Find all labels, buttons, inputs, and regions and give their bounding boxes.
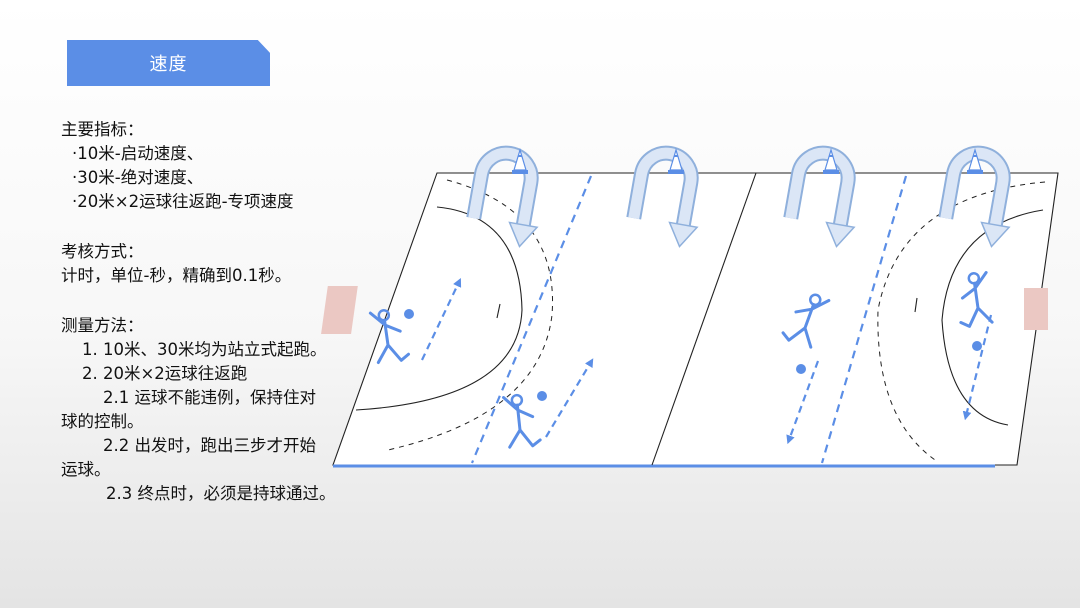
lane-dash-line bbox=[470, 175, 593, 464]
method-rule: 2.2 出发时，跑出三步才开始 bbox=[103, 436, 316, 455]
indicators-heading: 主要指标： bbox=[61, 120, 144, 139]
center-line bbox=[651, 172, 757, 466]
ball bbox=[796, 364, 806, 374]
assessment-heading: 考核方式： bbox=[61, 242, 144, 261]
ball bbox=[972, 341, 982, 351]
method-step: 1. 10米、30米均为站立式起跑。 bbox=[82, 340, 327, 359]
method-rule: 2.1 运球不能违例，保持住对 bbox=[103, 388, 316, 407]
run-path-arrow bbox=[786, 360, 820, 445]
indicator-item: ·30米-绝对速度、 bbox=[72, 168, 204, 187]
ball bbox=[537, 391, 547, 401]
assessment-detail: 计时，单位-秒，精确到0.1秒。 bbox=[61, 266, 292, 285]
lane-dash-line bbox=[820, 175, 908, 464]
left-goal-area-line bbox=[355, 206, 523, 411]
run-path-arrow bbox=[421, 278, 462, 361]
indicator-item: ·20米×2运球往返跑-专项速度 bbox=[72, 192, 294, 211]
run-path-arrow bbox=[962, 314, 993, 421]
method-step: 2. 20米×2运球往返跑 bbox=[82, 364, 248, 383]
left-free-throw-line bbox=[387, 179, 554, 451]
left-goal bbox=[321, 286, 358, 334]
method-heading: 测量方法： bbox=[61, 316, 144, 335]
indicator-item: ·10米-启动速度、 bbox=[72, 144, 204, 163]
section-title: 速度 bbox=[149, 54, 188, 75]
method-rule: 2.3 终点时，必须是持球通过。 bbox=[106, 484, 336, 503]
run-path-arrow bbox=[545, 358, 594, 438]
right-goal bbox=[1024, 288, 1048, 330]
method-rule: 球的控制。 bbox=[61, 412, 144, 431]
section-title-badge: 速度 bbox=[67, 40, 270, 86]
ball bbox=[404, 309, 414, 319]
method-rule: 运球。 bbox=[61, 460, 111, 479]
